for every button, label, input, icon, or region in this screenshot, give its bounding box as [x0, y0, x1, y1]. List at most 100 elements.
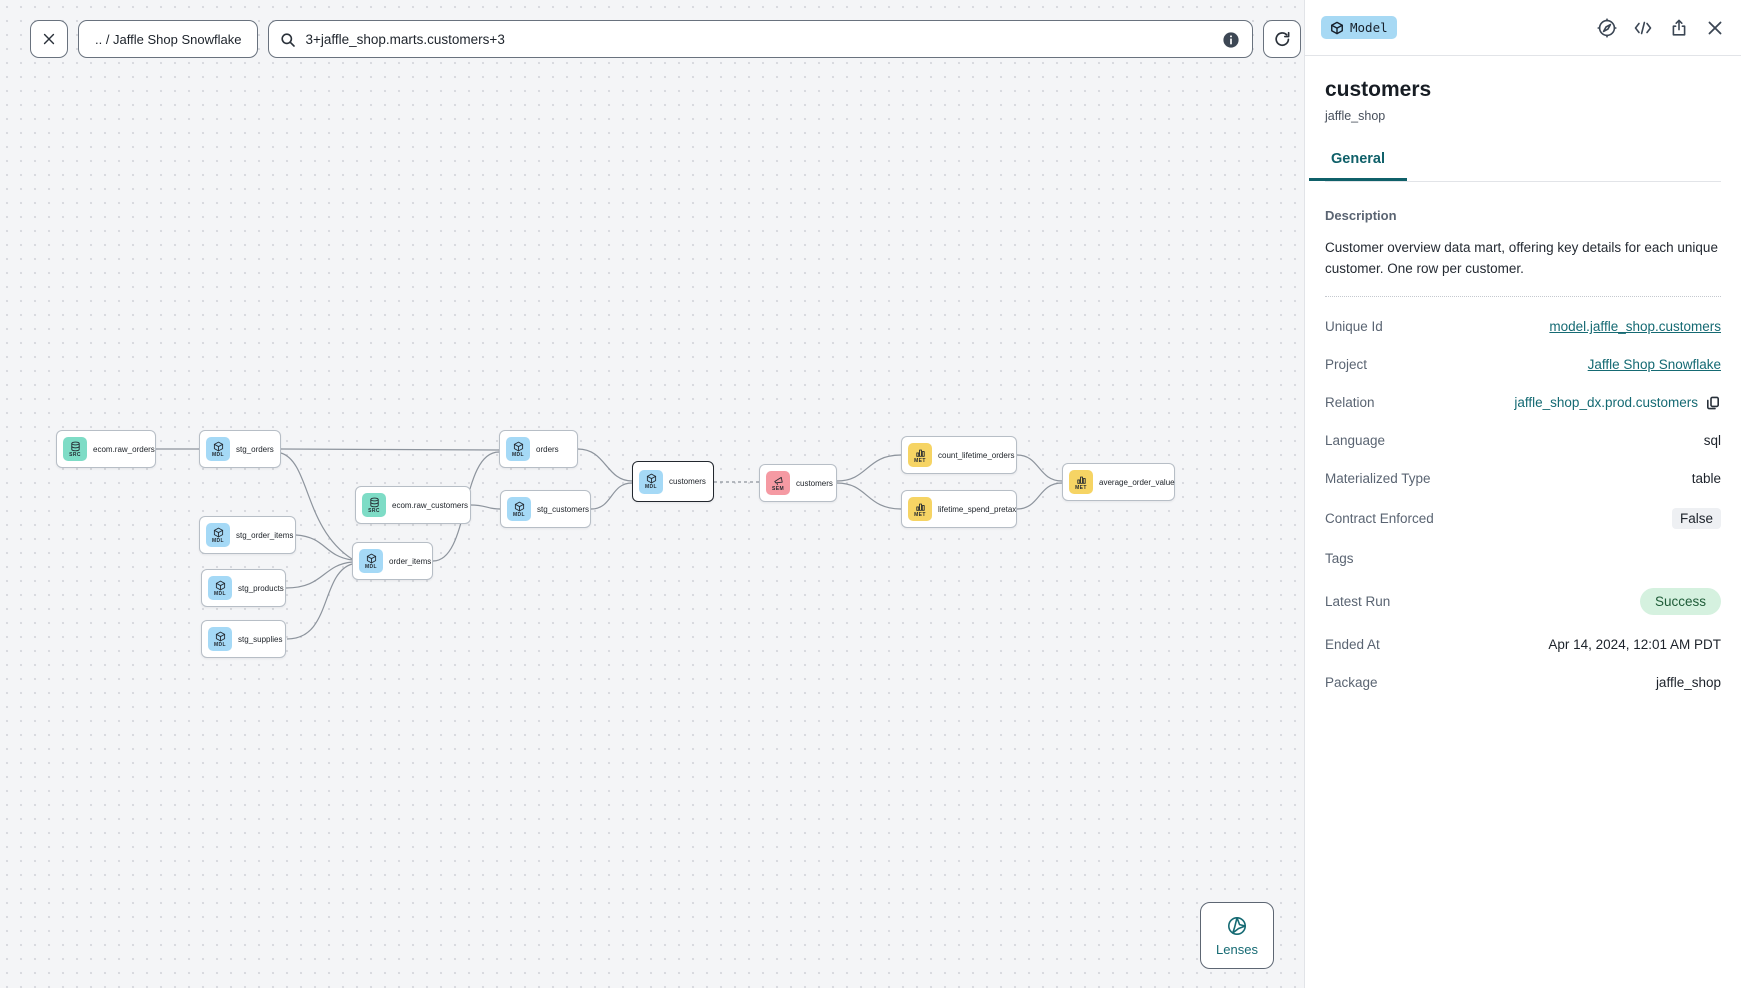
field-row-relation: Relation jaffle_shop_dx.prod.customers — [1325, 394, 1721, 411]
explore-compass-button[interactable] — [1597, 17, 1617, 38]
field-value: sql — [1703, 433, 1721, 448]
field-value: jaffle_shop_dx.prod.customers — [1514, 395, 1698, 410]
node-label: stg_customers — [537, 504, 590, 514]
details-panel: Model customers jaffle_shop General Desc… — [1304, 0, 1741, 988]
lineage-edge — [590, 482, 633, 510]
field-label: Language — [1325, 433, 1386, 448]
lineage-edge — [1016, 454, 1063, 482]
package-subtitle: jaffle_shop — [1325, 109, 1386, 123]
close-icon — [41, 31, 57, 47]
selector-searchbox — [268, 20, 1254, 58]
cube-icon: MDL — [639, 469, 663, 494]
field-label: Tags — [1325, 551, 1354, 566]
node-label: customers — [669, 477, 706, 486]
close-lineage-button[interactable] — [30, 20, 68, 58]
graph-node-ecom-raw_orders[interactable]: SRC ecom.raw_orders — [56, 430, 156, 468]
node-label: lifetime_spend_pretax — [938, 504, 1017, 514]
node-label: orders — [536, 444, 559, 454]
field-row-contract-enforced: Contract Enforced False — [1325, 508, 1721, 529]
node-label: stg_products — [238, 583, 284, 593]
lenses-button[interactable]: Lenses — [1200, 902, 1274, 969]
model-type-label: Model — [1350, 20, 1388, 35]
cube-icon — [1330, 21, 1344, 35]
field-value-link[interactable]: model.jaffle_shop.customers — [1549, 319, 1721, 334]
field-row-latest-run: Latest Run Success — [1325, 588, 1721, 615]
status-badge: Success — [1639, 588, 1721, 615]
graph-node-stg_supplies[interactable]: MDL stg_supplies — [201, 620, 286, 658]
lineage-edge — [470, 504, 501, 510]
field-label: Contract Enforced — [1325, 511, 1434, 526]
lineage-edge — [1016, 482, 1063, 510]
cube-icon: MDL — [506, 437, 530, 461]
graph-node-ecom-raw_customers[interactable]: SRC ecom.raw_customers — [355, 486, 471, 524]
field-label: Materialized Type — [1325, 471, 1431, 486]
graph-node-customers[interactable]: MDL customers — [632, 461, 714, 502]
description-label: Description — [1325, 208, 1397, 223]
graph-node-stg_orders[interactable]: MDL stg_orders — [199, 430, 281, 468]
info-icon[interactable] — [1222, 31, 1240, 49]
graph-node-orders[interactable]: MDL orders — [499, 430, 578, 468]
node-label: stg_orders — [236, 444, 274, 454]
model-type-badge: Model — [1321, 16, 1397, 39]
refresh-icon — [1273, 30, 1292, 49]
field-value: table — [1691, 471, 1721, 486]
field-label: Ended At — [1325, 637, 1380, 652]
aperture-icon — [1226, 915, 1248, 937]
field-value-link[interactable]: Jaffle Shop Snowflake — [1587, 357, 1721, 372]
cube-icon: MDL — [507, 497, 531, 521]
field-row-language: Language sql — [1325, 432, 1721, 449]
graph-node-stg_customers[interactable]: MDL stg_customers — [500, 490, 591, 528]
dotted-separator — [1325, 296, 1721, 297]
graph-node-average_order_value[interactable]: MET average_order_value — [1062, 463, 1175, 501]
cube-icon: MDL — [208, 576, 232, 600]
chart-icon: MET — [1069, 470, 1093, 494]
field-label: Unique Id — [1325, 319, 1383, 334]
cube-icon: MDL — [208, 627, 232, 651]
field-row-package: Package jaffle_shop — [1325, 674, 1721, 691]
field-row-tags: Tags — [1325, 550, 1721, 567]
tab-general[interactable]: General — [1309, 151, 1407, 181]
lineage-edge — [577, 448, 633, 482]
field-label: Relation — [1325, 395, 1375, 410]
code-button[interactable] — [1633, 18, 1653, 38]
share-button[interactable] — [1669, 18, 1689, 38]
field-value: jaffle_shop — [1655, 675, 1721, 690]
node-label: stg_supplies — [238, 634, 283, 644]
lineage-edge — [285, 561, 353, 589]
field-label: Latest Run — [1325, 594, 1391, 609]
page-title: customers — [1325, 78, 1432, 101]
field-label: Package — [1325, 675, 1378, 690]
breadcrumb-label: .. / Jaffle Shop Snowflake — [95, 31, 242, 47]
selector-search-input[interactable] — [303, 30, 1213, 48]
cube-icon: MDL — [206, 437, 230, 461]
panel-header-actions — [1597, 17, 1725, 38]
contract-badge: False — [1671, 508, 1721, 529]
node-label: ecom.raw_orders — [93, 444, 155, 454]
node-label: average_order_value — [1099, 477, 1175, 487]
lineage-edge — [280, 448, 500, 451]
field-value-copy: jaffle_shop_dx.prod.customers — [1514, 395, 1721, 411]
node-label: ecom.raw_customers — [392, 500, 469, 510]
close-panel-button[interactable] — [1705, 18, 1725, 38]
graph-node-stg_products[interactable]: MDL stg_products — [201, 569, 286, 607]
database-icon: SRC — [63, 437, 87, 461]
megaphone-icon: SEM — [766, 471, 790, 495]
cube-icon: MDL — [206, 523, 230, 547]
lineage-topbar: .. / Jaffle Shop Snowflake — [30, 20, 1302, 58]
lineage-edge — [295, 534, 353, 561]
search-icon — [279, 31, 297, 49]
lineage-edge — [286, 563, 353, 640]
panel-tabs: General — [1309, 151, 1721, 182]
database-icon: SRC — [362, 493, 386, 517]
breadcrumb[interactable]: .. / Jaffle Shop Snowflake — [78, 20, 259, 58]
refresh-button[interactable] — [1263, 20, 1302, 58]
panel-header: Model — [1305, 0, 1741, 56]
copy-icon[interactable] — [1705, 395, 1721, 411]
